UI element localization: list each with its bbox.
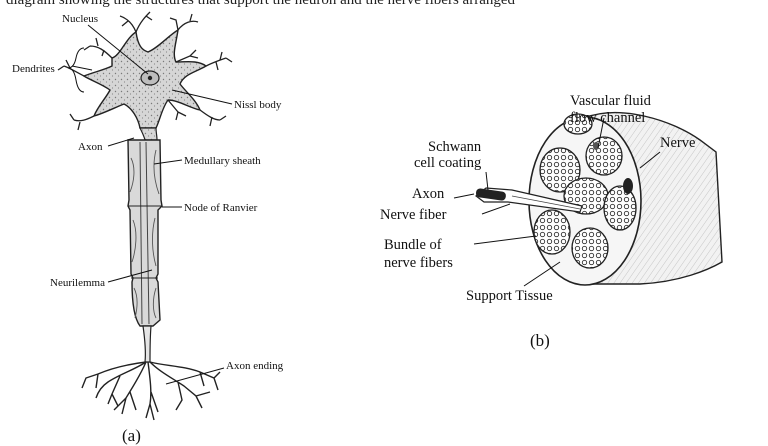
myelinated-axon <box>127 139 163 327</box>
label-schwann-line1: Schwann <box>428 139 482 155</box>
dendrite-branches <box>57 11 233 131</box>
label-axon-a: Axon <box>78 141 103 153</box>
label-dendrites: Dendrites <box>12 63 55 75</box>
label-nerve: Nerve <box>660 135 695 151</box>
fascicle-bundles <box>533 113 637 269</box>
label-neurilemma: Neurilemma <box>50 277 105 289</box>
nucleolus-dot <box>147 75 153 81</box>
axon-terminal-branches <box>81 361 221 421</box>
label-nerve-fiber: Nerve fiber <box>380 207 447 223</box>
label-vascular-line1: Vascular fluid <box>570 93 652 109</box>
single-nerve-fiber <box>475 187 583 213</box>
cropped-header-text: diagram showing the structures that supp… <box>0 0 768 9</box>
nerve-illustration: Vascular fluid flow channel Nerve Schwan… <box>380 93 723 350</box>
panel-b-leader-lines <box>453 117 661 287</box>
header-text: diagram showing the structures that supp… <box>6 0 516 8</box>
label-bundle-line1: Bundle of <box>384 237 442 253</box>
label-axon-ending: Axon ending <box>226 360 284 372</box>
label-nucleus: Nucleus <box>62 13 98 25</box>
vascular-channel-shape <box>623 178 633 194</box>
label-schwann-line2: cell coating <box>414 155 481 171</box>
neuron-illustration: Nucleus Dendrites Nissl body Axon Medull… <box>12 11 284 445</box>
label-medullary-sheath: Medullary sheath <box>184 155 261 167</box>
label-node-of-ranvier: Node of Ranvier <box>184 202 258 214</box>
label-bundle-line2: nerve fibers <box>384 255 453 271</box>
label-axon-b: Axon <box>412 186 445 202</box>
label-support-tissue: Support Tissue <box>466 288 553 304</box>
label-vascular-line2: flow channel <box>570 110 645 126</box>
caption-a: (a) <box>122 426 141 445</box>
caption-b: (b) <box>530 331 550 350</box>
label-nissl-body: Nissl body <box>234 99 282 111</box>
panel-a-leader-lines <box>67 24 233 385</box>
